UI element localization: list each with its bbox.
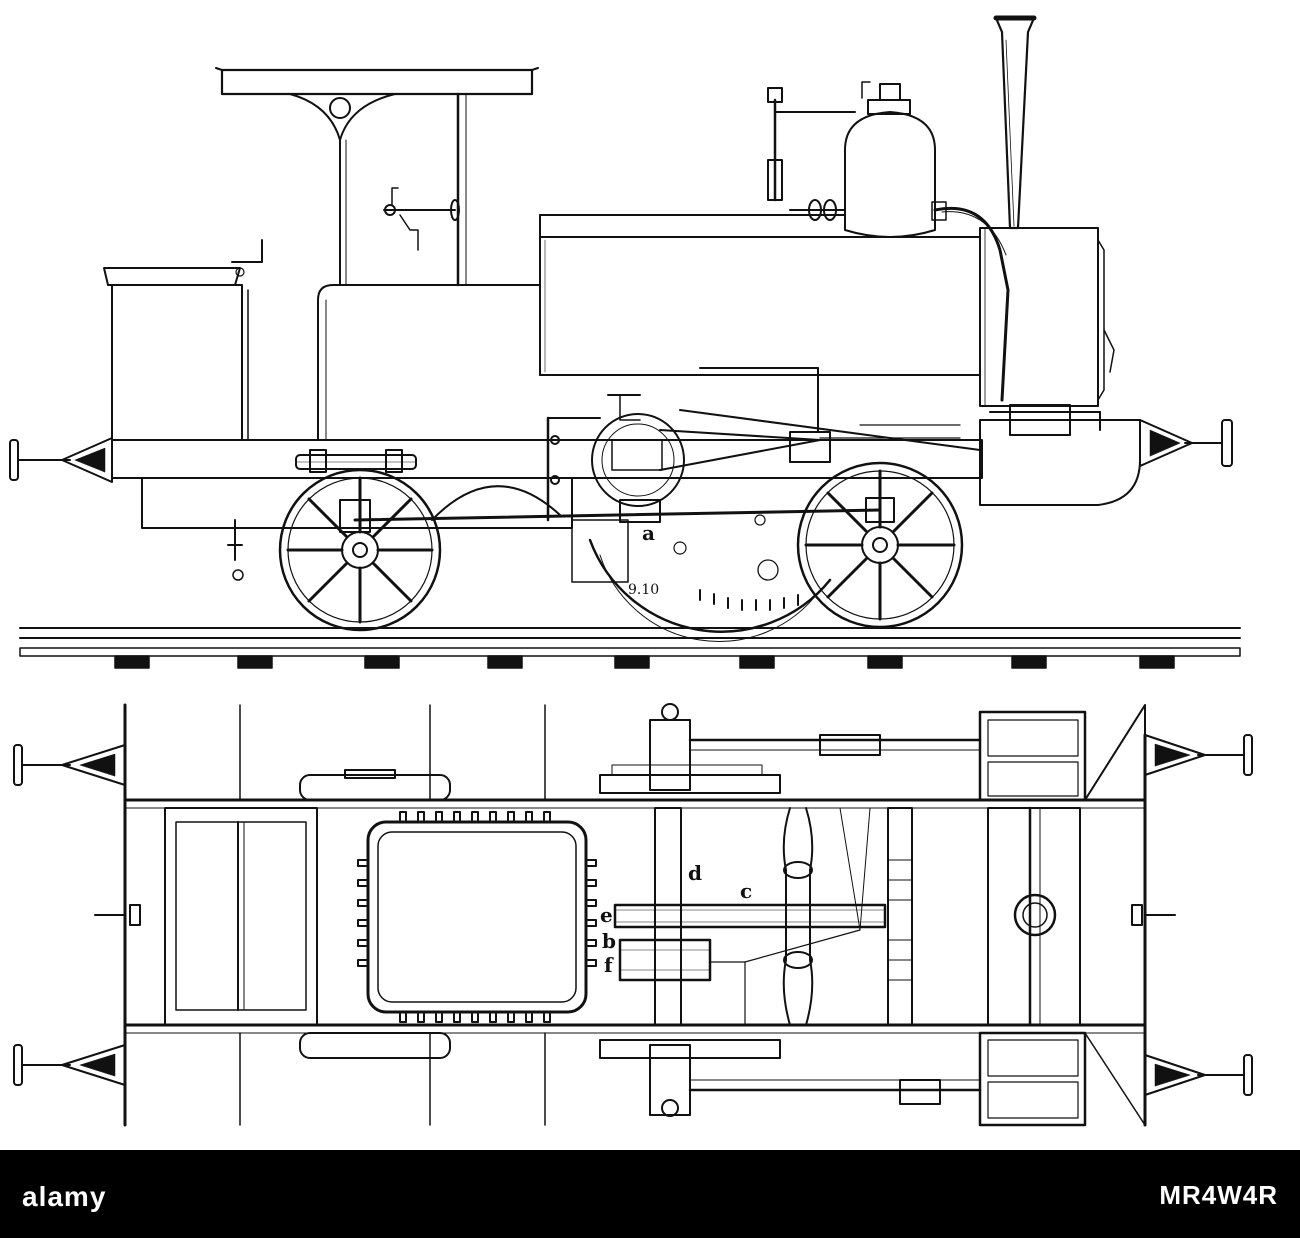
front-wheel [796, 461, 964, 629]
watermark-stock-id: MR4W4R [1159, 1180, 1278, 1210]
plan-firebox [357, 811, 597, 1023]
plan-label-b: b [602, 929, 616, 953]
coal-bunker [103, 239, 263, 441]
cab-roof [215, 67, 539, 286]
plan-front-buffers [1131, 734, 1253, 1096]
middle-wheel [431, 485, 561, 521]
plan-label-f: f [604, 953, 614, 977]
plan-bottom-spring [299, 1032, 982, 1117]
plan-cylinders [978, 704, 1146, 1127]
track [19, 627, 1241, 669]
watermark-bar: alamy MR4W4R [0, 1150, 1300, 1238]
boiler [539, 214, 981, 376]
plan-driving-axle [613, 807, 887, 1026]
whistle-column [767, 87, 856, 221]
rack-gear [571, 514, 832, 642]
elevation-label-gear: 9.10 [628, 582, 659, 598]
plan-cab-door [164, 807, 318, 1026]
coupling-rod [353, 508, 882, 522]
plan-second-axle [782, 807, 814, 1026]
valve-gear [546, 367, 981, 522]
steam-dome [844, 81, 1010, 402]
watermark-logo: alamy [22, 1180, 226, 1214]
plan-view: d c e b f [13, 703, 1253, 1127]
front-buffer [1139, 419, 1233, 467]
plan-label-e: e [600, 903, 613, 927]
elevation-label-a: a [642, 521, 655, 545]
frame [111, 404, 1141, 529]
plan-top-spring [299, 703, 982, 801]
plan-label-c: c [740, 879, 752, 903]
plan-rear-buffers [13, 744, 141, 1086]
side-tank [317, 284, 541, 441]
smokebox [979, 227, 1099, 407]
chimney [993, 15, 1037, 230]
rear-spring [295, 449, 417, 473]
rear-buffer [9, 437, 113, 483]
regulator [383, 187, 460, 251]
plan-third-axle [839, 807, 913, 1026]
watermark-brand: alamy [22, 1181, 107, 1212]
side-elevation: a 9.10 [9, 15, 1241, 669]
locomotive-engraving: a 9.10 [9, 15, 1253, 1127]
rear-wheel [278, 468, 442, 632]
plan-label-d: d [688, 861, 702, 885]
